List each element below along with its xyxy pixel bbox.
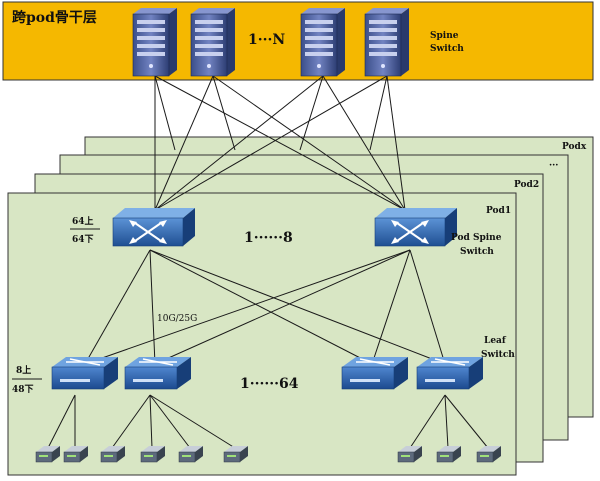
pod-spine-range-label: 1······8 bbox=[244, 230, 293, 246]
spine-switch bbox=[364, 8, 409, 77]
spine-switch-label-line1: Spine bbox=[430, 31, 459, 41]
spine-switch bbox=[190, 8, 235, 77]
leaf-ratio-top: 8上 bbox=[16, 364, 31, 376]
server bbox=[63, 446, 88, 463]
server bbox=[178, 446, 203, 463]
spine-switch-label-line2: Switch bbox=[430, 44, 464, 54]
server bbox=[140, 446, 165, 463]
leaf-switch bbox=[124, 357, 191, 390]
server bbox=[476, 446, 501, 463]
pod-spine-to-leaf-links bbox=[84, 249, 446, 365]
spine-to-pod-spine-links bbox=[154, 75, 406, 211]
pod-spine-switch bbox=[112, 208, 195, 247]
leaf-switch-label-line2: Switch bbox=[481, 350, 515, 360]
leaf-range-label: 1······64 bbox=[240, 376, 299, 392]
pod-spine-switch bbox=[374, 208, 457, 247]
spine-switch bbox=[300, 8, 345, 77]
leaf-ratio-bottom: 48下 bbox=[12, 384, 34, 395]
link-speed-label: 10G/25G bbox=[157, 314, 197, 324]
pod-ellipsis-label: ··· bbox=[549, 161, 558, 171]
leaf-to-server-links bbox=[47, 394, 489, 449]
pod-spine-ratio-bottom: 64下 bbox=[72, 234, 94, 245]
pod-spine-label-line2: Switch bbox=[460, 247, 494, 257]
spine-switch bbox=[132, 8, 177, 77]
pod-spine-label-line1: Pod Spine bbox=[451, 233, 502, 243]
leaf-switch bbox=[51, 357, 118, 390]
leaf-switch bbox=[341, 357, 408, 390]
server bbox=[397, 446, 422, 463]
spine-range-label: 1···N bbox=[248, 32, 285, 48]
server bbox=[100, 446, 125, 463]
pod-spine-ratio-top: 64上 bbox=[72, 215, 94, 227]
spine-layer-title: 跨pod骨干层 bbox=[12, 9, 97, 26]
server bbox=[223, 446, 248, 463]
pod-2-label: Pod2 bbox=[514, 180, 539, 190]
leaf-switch-label-line1: Leaf bbox=[484, 336, 507, 346]
pod-x-label: Podx bbox=[562, 142, 587, 152]
pod-1-label: Pod1 bbox=[486, 206, 511, 216]
server bbox=[35, 446, 60, 463]
spine-layer-band bbox=[2, 1, 594, 81]
server bbox=[436, 446, 461, 463]
leaf-switch bbox=[416, 357, 483, 390]
